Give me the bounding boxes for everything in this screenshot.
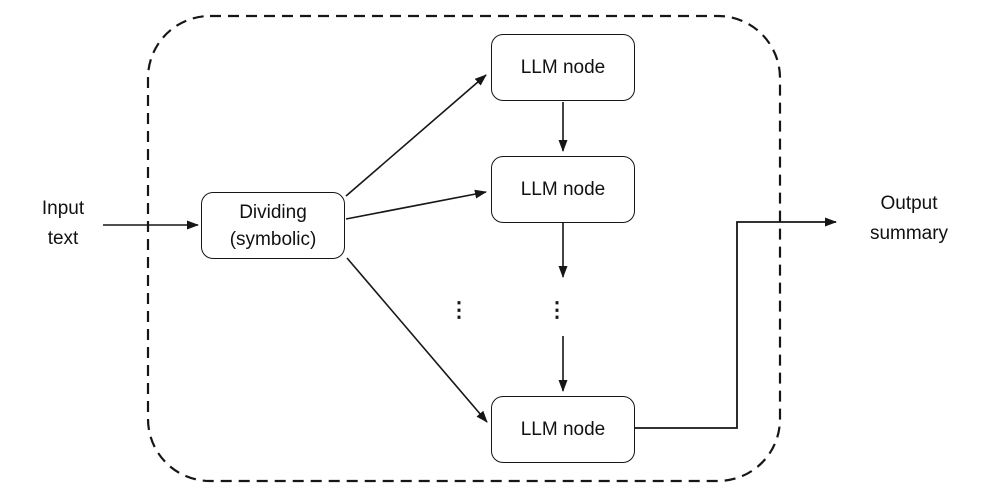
- llm-node-3-label: LLM node: [520, 419, 606, 440]
- dividing-node-label-line1: Dividing: [239, 201, 307, 223]
- output-summary-label: Output summary: [852, 189, 966, 249]
- dashed-boundary: [146, 14, 782, 483]
- llm-node-3: LLM node: [491, 396, 635, 463]
- output-arrow: [635, 217, 837, 429]
- output-summary-label-line2: summary: [869, 223, 949, 244]
- dividing-node-label-line2: (symbolic): [229, 228, 317, 250]
- llm-node-2-label: LLM node: [520, 179, 606, 200]
- llm-node-2: LLM node: [491, 156, 635, 223]
- input-text-label-line1: Input: [41, 198, 85, 219]
- input-text-label: Input text: [13, 194, 113, 254]
- ellipsis-middle: ⋮: [546, 298, 568, 322]
- dividing-node: Dividing (symbolic): [201, 192, 345, 259]
- llm-node-1-label: LLM node: [520, 57, 606, 78]
- dividing-to-llm1-arrow: [345, 74, 487, 197]
- llm-node-1: LLM node: [491, 34, 635, 101]
- ellipsis-left: ⋮: [448, 298, 470, 322]
- dividing-to-llm2-arrow: [345, 189, 487, 220]
- output-summary-label-line1: Output: [880, 193, 938, 214]
- dividing-to-llm3-arrow: [346, 257, 488, 423]
- input-text-label-line2: text: [47, 228, 79, 249]
